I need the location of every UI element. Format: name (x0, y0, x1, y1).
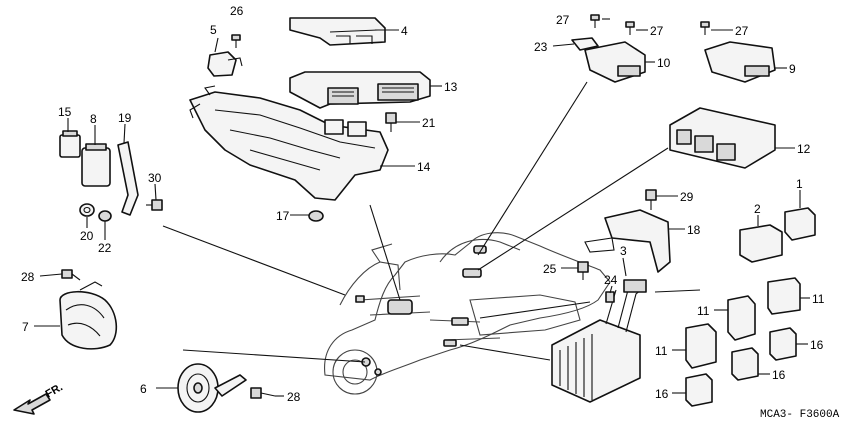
callout-17: 17 (276, 209, 290, 223)
callout-pointers (34, 18, 810, 397)
part-9-module (704, 41, 776, 83)
part-5-relay-bracket (207, 51, 243, 77)
callout-9: 9 (789, 62, 796, 76)
callout-27-b: 27 (650, 24, 664, 38)
part-15-relay (59, 130, 81, 158)
front-label: FR. (44, 381, 65, 400)
part-27-screw-a (590, 14, 600, 28)
trunk-module-location (462, 268, 482, 278)
part-12-control-unit (669, 107, 776, 169)
callout-4: 4 (401, 24, 408, 38)
part-8-relay (81, 143, 111, 187)
part-2-relay (739, 224, 783, 263)
callout-16-c: 16 (655, 387, 669, 401)
callout-23: 23 (534, 40, 548, 54)
leader-lines (162, 81, 701, 363)
part-16-relay-b (731, 347, 759, 381)
callout-11-b: 11 (697, 304, 710, 318)
callout-8: 8 (90, 112, 97, 126)
callout-21: 21 (422, 116, 436, 130)
part-29-bolt (645, 189, 657, 210)
callout-7: 7 (22, 320, 29, 334)
callout-20: 20 (80, 229, 94, 243)
part-23-bracket (571, 37, 599, 51)
front-arrow-icon (13, 393, 51, 415)
callout-12: 12 (797, 142, 811, 156)
callout-27-c: 27 (735, 24, 749, 38)
part-24-fuse (605, 291, 615, 303)
part-11-relay-a (767, 277, 801, 315)
part-4-cover (289, 17, 386, 46)
part-16-relay-c (685, 373, 713, 407)
callout-labels: 4 5 26 13 21 14 17 27 27 27 23 10 9 12 1… (21, 4, 825, 404)
motorcycle-illustration (324, 232, 611, 395)
callout-26: 26 (230, 4, 244, 18)
callout-5: 5 (210, 23, 217, 37)
part-22-nut (98, 210, 112, 222)
part-1-relay (784, 207, 816, 241)
callout-30: 30 (148, 171, 162, 185)
callout-16-a: 16 (810, 338, 824, 352)
part-19-bracket (117, 141, 139, 216)
callout-2: 2 (754, 202, 761, 216)
callout-29: 29 (680, 190, 694, 204)
callout-14: 14 (417, 160, 431, 174)
part-14-tray (189, 85, 389, 201)
callout-3: 3 (620, 244, 627, 258)
part-30-bolt (146, 199, 163, 211)
callout-22: 22 (98, 241, 112, 255)
part-13-ecu (289, 71, 431, 109)
callout-28-b: 28 (287, 390, 301, 404)
callout-11-c: 11 (655, 344, 668, 358)
part-27-screw-b (625, 21, 635, 35)
callout-25: 25 (543, 262, 557, 276)
callout-6: 6 (140, 382, 147, 396)
part-26-screw (231, 34, 241, 48)
part-11-relay-c (685, 323, 717, 369)
callout-24: 24 (604, 273, 618, 287)
part-11-relay-b (727, 295, 756, 341)
part-21-bolt (385, 112, 397, 132)
part-7-horn (59, 281, 118, 350)
part-28-bolt-a (61, 269, 81, 281)
diagram-code: MCA3- F3600A (760, 409, 840, 421)
part-18-bracket (584, 209, 671, 273)
callout-15: 15 (58, 105, 72, 119)
callout-10: 10 (657, 56, 671, 70)
part-20-washer (79, 203, 95, 217)
callout-16-b: 16 (772, 368, 786, 382)
part-17-clip (308, 210, 324, 222)
callout-18: 18 (687, 223, 701, 237)
part-27-screw-c (700, 21, 710, 35)
part-6-horn (177, 363, 247, 413)
callout-19: 19 (118, 111, 132, 125)
callout-11-a: 11 (812, 292, 825, 306)
part-28-bolt-b (250, 387, 276, 399)
part-16-relay-a (769, 327, 797, 361)
callout-27-a: 27 (556, 13, 570, 27)
callout-28-a: 28 (21, 270, 35, 284)
callout-1: 1 (796, 177, 803, 191)
front-direction-indicator: FR. (13, 381, 65, 415)
part-25-bolt (577, 261, 589, 280)
part-3-regulator-rectifier (551, 279, 647, 403)
callout-13: 13 (444, 80, 458, 94)
part-10-module (584, 41, 646, 83)
engine-control-module-location (387, 299, 413, 315)
